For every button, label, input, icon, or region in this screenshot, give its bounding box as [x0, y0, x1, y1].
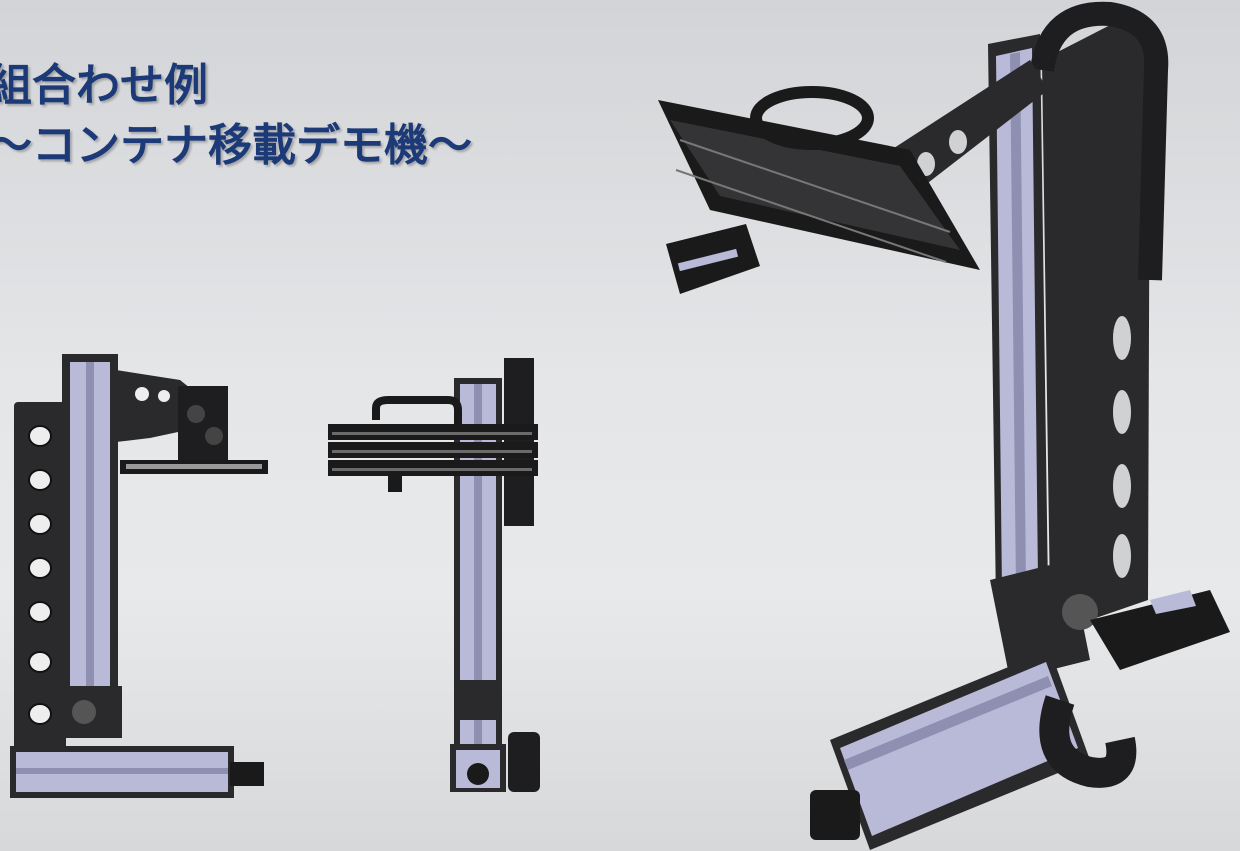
slide-title: 組合わせ例 ～コンテナ移載デモ機～: [0, 56, 472, 176]
slide-title-line1: 組合わせ例: [0, 60, 208, 111]
slide-title-line2: ～コンテナ移載デモ機～: [0, 120, 472, 171]
robot-front-view: [328, 358, 540, 792]
robot-isometric-view: [658, 1, 1230, 850]
robot-side-view: [10, 354, 268, 798]
